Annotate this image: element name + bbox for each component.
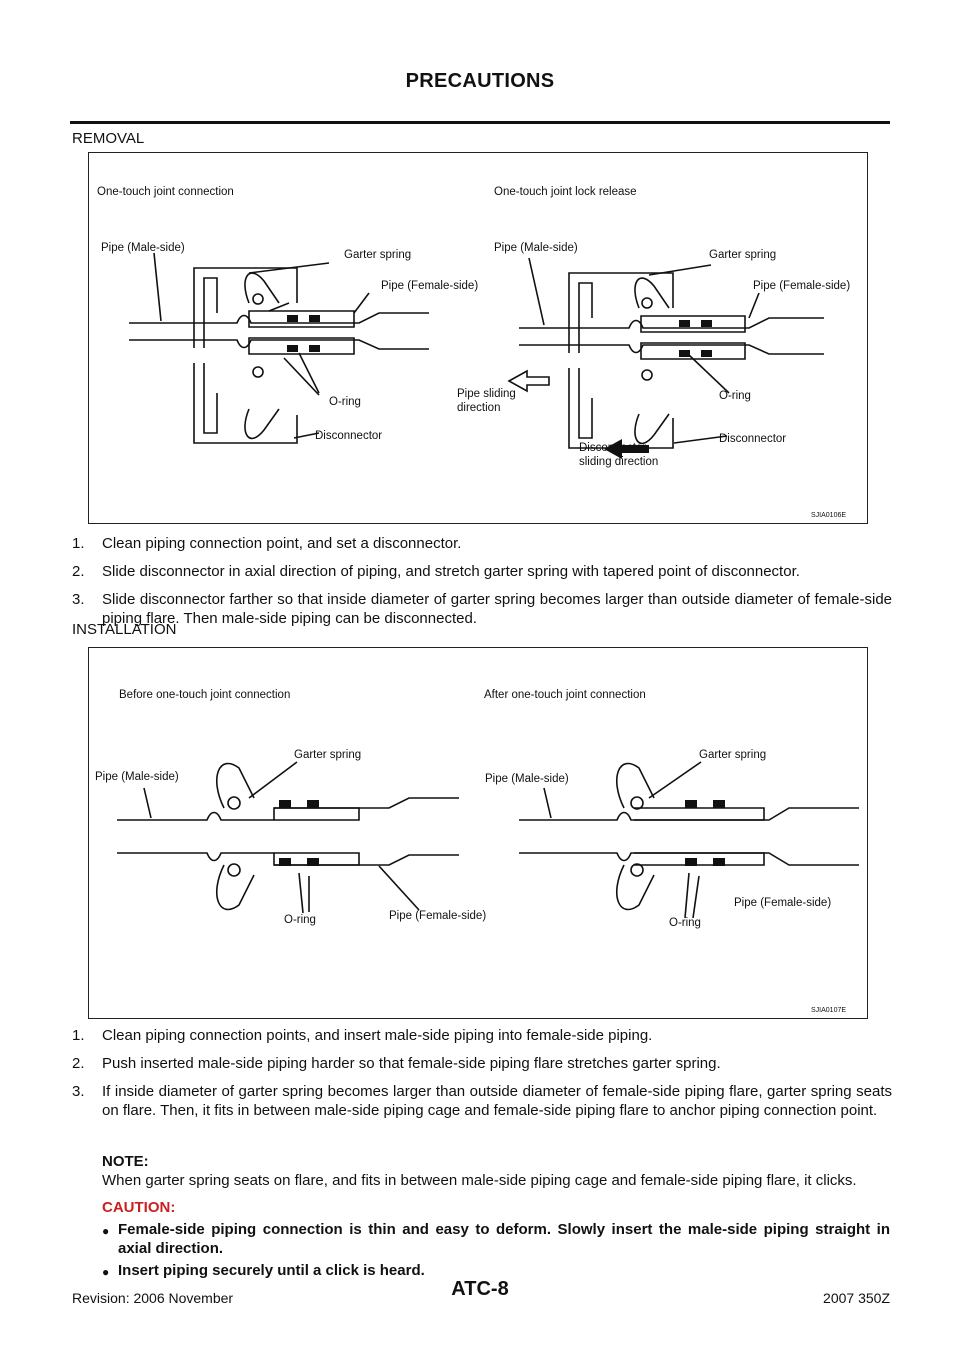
label-disconnector-left: Disconnector (315, 430, 382, 442)
label-oring-install-right: O-ring (669, 917, 701, 929)
installation-steps: 1. Clean piping connection points, and i… (72, 1026, 892, 1129)
install-right-orings (685, 800, 725, 866)
footer-revision: Revision: 2006 November (72, 1290, 234, 1306)
label-disc-sliding-2: sliding direction (579, 456, 658, 468)
removal-figure-code: SJIA0106E (811, 512, 846, 519)
caution-item: ● Female-side piping connection is thin … (102, 1221, 890, 1257)
label-pipe-female-install-left: Pipe (Female-side) (389, 910, 486, 922)
removal-right-title: One-touch joint lock release (494, 186, 637, 198)
install-left-orings (279, 800, 319, 866)
removal-heading: REMOVAL (72, 130, 145, 147)
label-pipe-female-install-right: Pipe (Female-side) (734, 897, 831, 909)
label-garter-right: Garter spring (709, 249, 776, 261)
label-pipe-male-right: Pipe (Male-side) (494, 242, 578, 254)
caution-item: ● Insert piping securely until a click i… (102, 1261, 890, 1282)
installation-step-3: 3. If inside diameter of garter spring b… (72, 1083, 892, 1119)
label-pipe-male-install-left: Pipe (Male-side) (95, 771, 179, 783)
removal-left-assembly (129, 252, 429, 444)
removal-step-3: 3. Slide disconnector farther so that in… (72, 591, 892, 627)
label-pipe-male-left: Pipe (Male-side) (101, 242, 185, 254)
label-pipe-sliding-1: Pipe sliding (457, 388, 516, 400)
header-rule (70, 121, 890, 124)
footer-page-number: ATC-8 (451, 1278, 509, 1300)
removal-left-title: One-touch joint connection (97, 186, 234, 198)
removal-right-orings (679, 320, 712, 357)
installation-notes: NOTE: When garter spring seats on flare,… (102, 1152, 890, 1282)
removal-diagram: One-touch joint connection One-touch joi… (97, 186, 850, 519)
arrow-icon-disc-sliding (604, 439, 649, 459)
label-garter-install-left: Garter spring (294, 749, 361, 761)
installation-heading: INSTALLATION (72, 621, 177, 638)
removal-step-2: 2. Slide disconnector in axial direction… (72, 563, 800, 580)
label-oring-left: O-ring (329, 396, 361, 408)
page-title: PRECAUTIONS (405, 70, 555, 92)
installation-figure-code: SJIA0107E (811, 1007, 846, 1014)
installation-step-1: 1. Clean piping connection points, and i… (72, 1027, 653, 1044)
install-left-title: Before one-touch joint connection (119, 689, 290, 701)
removal-steps: 1. Clean piping connection point, and se… (72, 534, 892, 637)
installation-figure: Before one-touch joint connection After … (88, 647, 868, 1019)
label-oring-right: O-ring (719, 390, 751, 402)
label-pipe-female-left: Pipe (Female-side) (381, 280, 478, 292)
label-pipe-male-install-right: Pipe (Male-side) (485, 773, 569, 785)
install-right-title: After one-touch joint connection (484, 689, 646, 701)
caution-label: CAUTION: (102, 1199, 176, 1216)
label-garter-install-right: Garter spring (699, 749, 766, 761)
bullet-icon: ● (102, 1224, 110, 1238)
removal-step-1: 1. Clean piping connection point, and se… (72, 535, 462, 552)
install-left-assembly (117, 761, 459, 914)
removal-right-assembly (519, 257, 824, 449)
installation-diagram: Before one-touch joint connection After … (95, 689, 859, 1014)
arrow-icon-pipe-sliding (507, 369, 550, 393)
footer-model: 2007 350Z (823, 1290, 890, 1306)
install-right-assembly (519, 761, 859, 919)
installation-step-2: 2. Push inserted male-side piping harder… (72, 1055, 721, 1072)
note-text: When garter spring seats on flare, and f… (102, 1172, 857, 1189)
label-disconnector-right: Disconnector (719, 433, 786, 445)
removal-left-orings (287, 315, 320, 352)
label-pipe-female-right: Pipe (Female-side) (753, 280, 850, 292)
label-pipe-sliding-2: direction (457, 402, 500, 414)
label-garter-left: Garter spring (344, 249, 411, 261)
bullet-icon: ● (102, 1265, 110, 1279)
label-oring-install-left: O-ring (284, 914, 316, 926)
removal-figure: One-touch joint connection One-touch joi… (88, 152, 868, 524)
note-label: NOTE: (102, 1153, 149, 1170)
